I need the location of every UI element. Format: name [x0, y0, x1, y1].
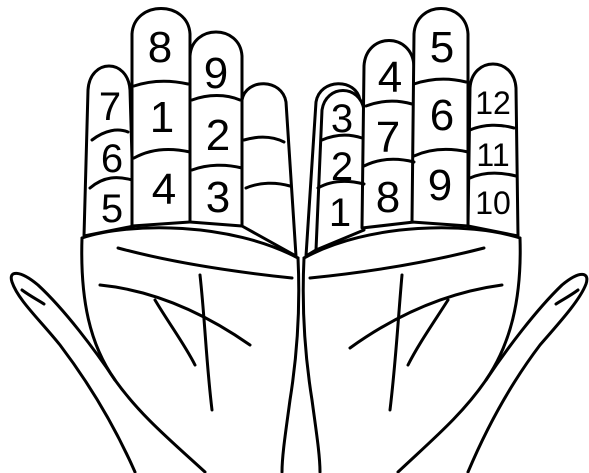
right-hand: 3 2 1 4 7 8 5 6 9 12 11 10: [303, 9, 587, 473]
right-palm-crease-2: [350, 285, 502, 348]
right-tall-mid-number: 6: [430, 91, 454, 140]
right-pinky-bottom-number: 10: [475, 185, 511, 221]
right-middle-mid-number: 2: [331, 145, 353, 189]
left-ring-bottom-number: 4: [152, 165, 176, 214]
right-thumb: [468, 274, 587, 472]
left-pinky-top-number: 7: [99, 85, 121, 129]
right-middle-top-number: 3: [331, 97, 353, 141]
right-palm-inner-edge: [303, 258, 320, 472]
left-middle-bottom-number: 3: [206, 173, 230, 222]
left-pinky-bottom-number: 5: [101, 187, 123, 231]
right-middle-bottom-number: 1: [329, 191, 351, 235]
left-pinky-mid-number: 6: [101, 137, 123, 181]
right-ring-top-number: 4: [378, 53, 402, 102]
left-hand: 7 6 5 8 1 4 9 2 3: [11, 9, 298, 473]
left-ring-mid-number: 1: [150, 93, 174, 142]
left-palm-crease-1: [118, 248, 292, 278]
right-ring-bottom-number: 8: [376, 173, 400, 222]
left-palm-crease-2: [100, 285, 250, 345]
left-ring-top-number: 8: [148, 23, 172, 72]
left-middle-mid-number: 2: [206, 111, 230, 160]
left-palm-crease-3: [200, 275, 212, 410]
right-palm-crease-3: [390, 275, 402, 410]
left-finger-index: [242, 84, 296, 256]
left-palm-outline: [82, 238, 205, 472]
right-palm-crease-1: [310, 248, 484, 278]
left-middle-top-number: 9: [204, 49, 228, 98]
right-pinky-mid-number: 11: [476, 137, 509, 173]
right-pinky-top-number: 12: [475, 85, 511, 121]
left-thumb: [11, 273, 135, 472]
right-tall-bottom-number: 9: [428, 161, 452, 210]
left-palm-inner-edge: [282, 258, 299, 472]
right-ring-mid-number: 7: [376, 113, 400, 162]
right-tall-top-number: 5: [430, 23, 454, 72]
